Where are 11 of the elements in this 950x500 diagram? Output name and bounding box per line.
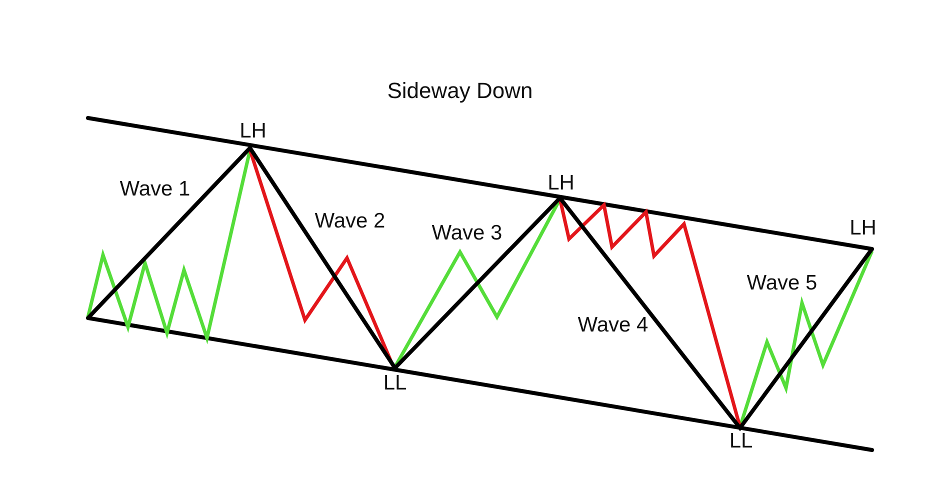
diagram-title: Sideway Down	[387, 78, 533, 104]
point-label: LH	[850, 216, 876, 240]
wave-label: Wave 3	[432, 221, 502, 245]
point-label: LH	[548, 171, 574, 195]
point-label: LL	[383, 371, 407, 395]
wave-label: Wave 2	[314, 209, 386, 233]
wave-label: Wave 5	[746, 271, 818, 295]
point-label: LH	[240, 119, 266, 143]
point-label: LL	[729, 429, 753, 453]
wave-label: Wave 1	[120, 177, 190, 201]
wave-label: Wave 4	[578, 313, 648, 337]
